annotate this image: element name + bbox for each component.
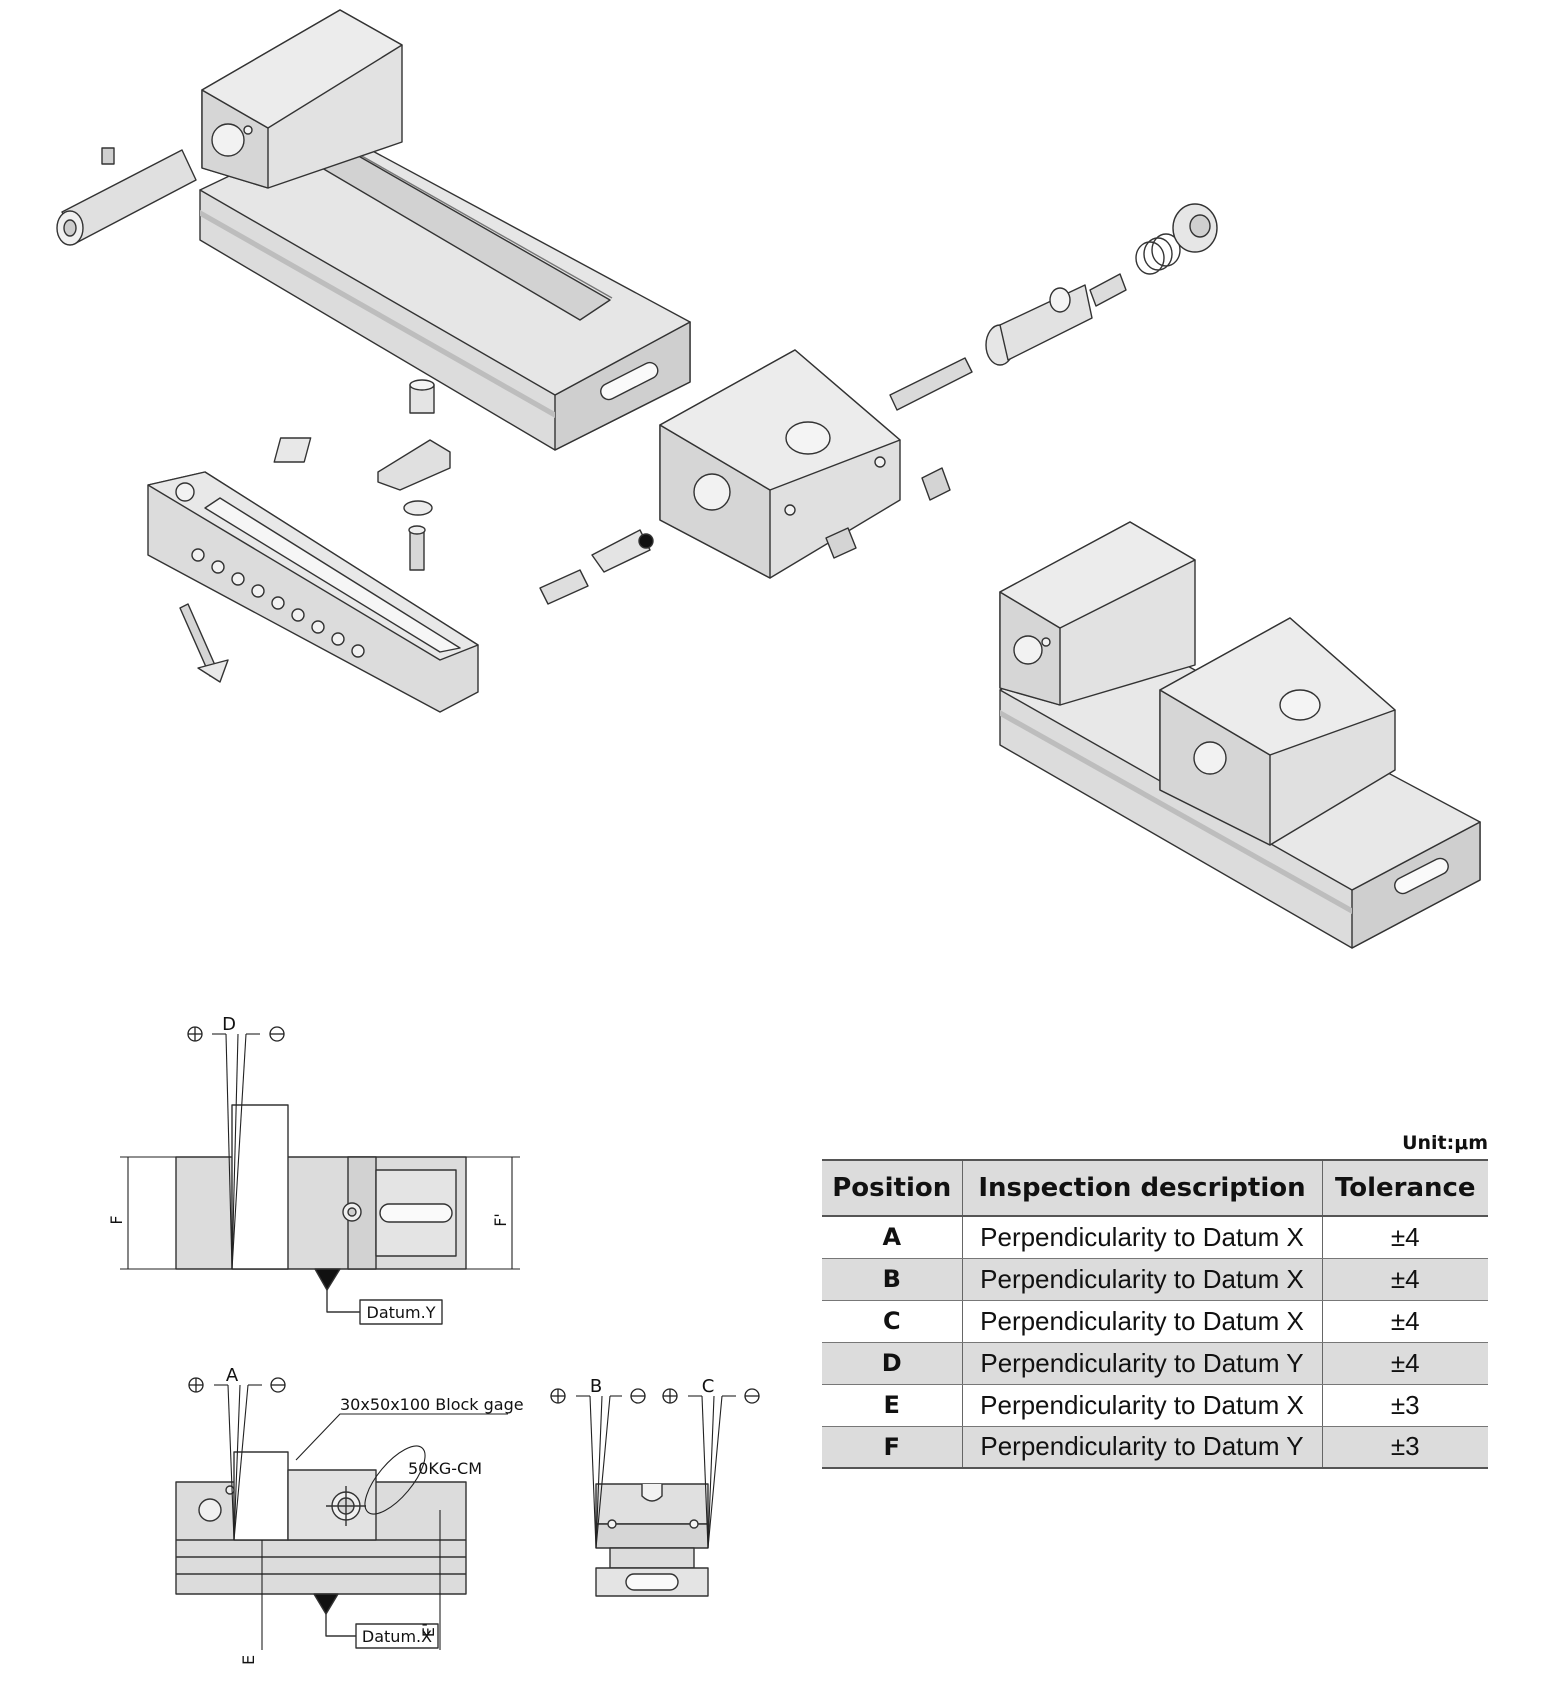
pin-rod: [56, 149, 197, 246]
inspection-table: Position Inspection description Toleranc…: [822, 1159, 1488, 1469]
minus-symbol-a: [270, 1377, 286, 1393]
header-position: Position: [822, 1159, 963, 1217]
cell-position: F: [822, 1426, 963, 1469]
end-view-b-c: [595, 1483, 709, 1597]
set-screw-right: [921, 467, 951, 501]
label-f: F: [107, 1215, 126, 1224]
label-datum-x: Datum.X: [362, 1627, 432, 1646]
set-screw-bottom: [825, 527, 857, 559]
header-description: Inspection description: [962, 1159, 1323, 1217]
table-row: B Perpendicularity to Datum X ±4: [822, 1258, 1488, 1301]
dowel-pin: [539, 529, 654, 605]
label-a: A: [226, 1365, 239, 1386]
vise-assembled: [999, 521, 1481, 949]
plus-symbol-d: [187, 1026, 203, 1042]
cell-description: Perpendicularity to Datum Y: [962, 1426, 1323, 1469]
label-e-prime: E': [419, 1623, 438, 1638]
table-row: E Perpendicularity to Datum X ±3: [822, 1384, 1488, 1427]
cell-position: C: [822, 1300, 963, 1343]
cell-position: E: [822, 1384, 963, 1427]
cell-description: Perpendicularity to Datum X: [962, 1216, 1323, 1259]
label-block-gage: 30x50x100 Block gage: [340, 1395, 524, 1414]
cell-tolerance: ±4: [1322, 1216, 1488, 1259]
label-c: C: [702, 1376, 715, 1397]
label-torque: 50KG-CM: [408, 1459, 482, 1478]
label-e: E: [239, 1655, 258, 1665]
cell-description: Perpendicularity to Datum X: [962, 1384, 1323, 1427]
table-row: D Perpendicularity to Datum Y ±4: [822, 1342, 1488, 1385]
cell-position: D: [822, 1342, 963, 1385]
cell-position: B: [822, 1258, 963, 1301]
table-row: C Perpendicularity to Datum X ±4: [822, 1300, 1488, 1343]
label-f-prime: F': [491, 1213, 510, 1227]
cell-tolerance: ±4: [1322, 1300, 1488, 1343]
countersunk-screw: [179, 603, 229, 683]
cap-screw: [408, 525, 426, 571]
fixed-jaw-block: [201, 9, 403, 189]
cell-tolerance: ±3: [1322, 1426, 1488, 1469]
cell-description: Perpendicularity to Datum Y: [962, 1342, 1323, 1385]
collar-ring: [1172, 203, 1218, 253]
minus-symbol-b: [630, 1388, 646, 1404]
label-d: D: [222, 1014, 236, 1035]
rack-plate: [147, 471, 479, 713]
cell-description: Perpendicularity to Datum X: [962, 1300, 1323, 1343]
table-header-row: Position Inspection description Toleranc…: [822, 1159, 1488, 1217]
minus-symbol-c: [744, 1388, 760, 1404]
table-row: A Perpendicularity to Datum X ±4: [822, 1216, 1488, 1259]
cell-tolerance: ±4: [1322, 1342, 1488, 1385]
label-datum-y: Datum.Y: [367, 1303, 436, 1322]
bushing: [409, 379, 435, 414]
cell-description: Perpendicularity to Datum X: [962, 1258, 1323, 1301]
plus-symbol-b: [550, 1388, 566, 1404]
movable-jaw: [659, 349, 901, 579]
cell-tolerance: ±3: [1322, 1384, 1488, 1427]
clamp-nut: [273, 437, 451, 491]
label-b: B: [590, 1376, 602, 1397]
front-view-a-e: [175, 1451, 467, 1649]
plus-symbol-a: [188, 1377, 204, 1393]
cell-position: A: [822, 1216, 963, 1259]
minus-symbol-d: [269, 1026, 285, 1042]
cell-tolerance: ±4: [1322, 1258, 1488, 1301]
side-view-d-f: [175, 1104, 467, 1325]
washer: [403, 500, 433, 516]
spring: [1135, 233, 1181, 275]
set-screw-small: [101, 147, 115, 165]
lead-screw: [889, 273, 1127, 411]
table-row: F Perpendicularity to Datum Y ±3: [822, 1426, 1488, 1469]
header-tolerance: Tolerance: [1322, 1159, 1488, 1217]
unit-label: Unit:μm: [1402, 1132, 1488, 1154]
plus-symbol-c: [662, 1388, 678, 1404]
